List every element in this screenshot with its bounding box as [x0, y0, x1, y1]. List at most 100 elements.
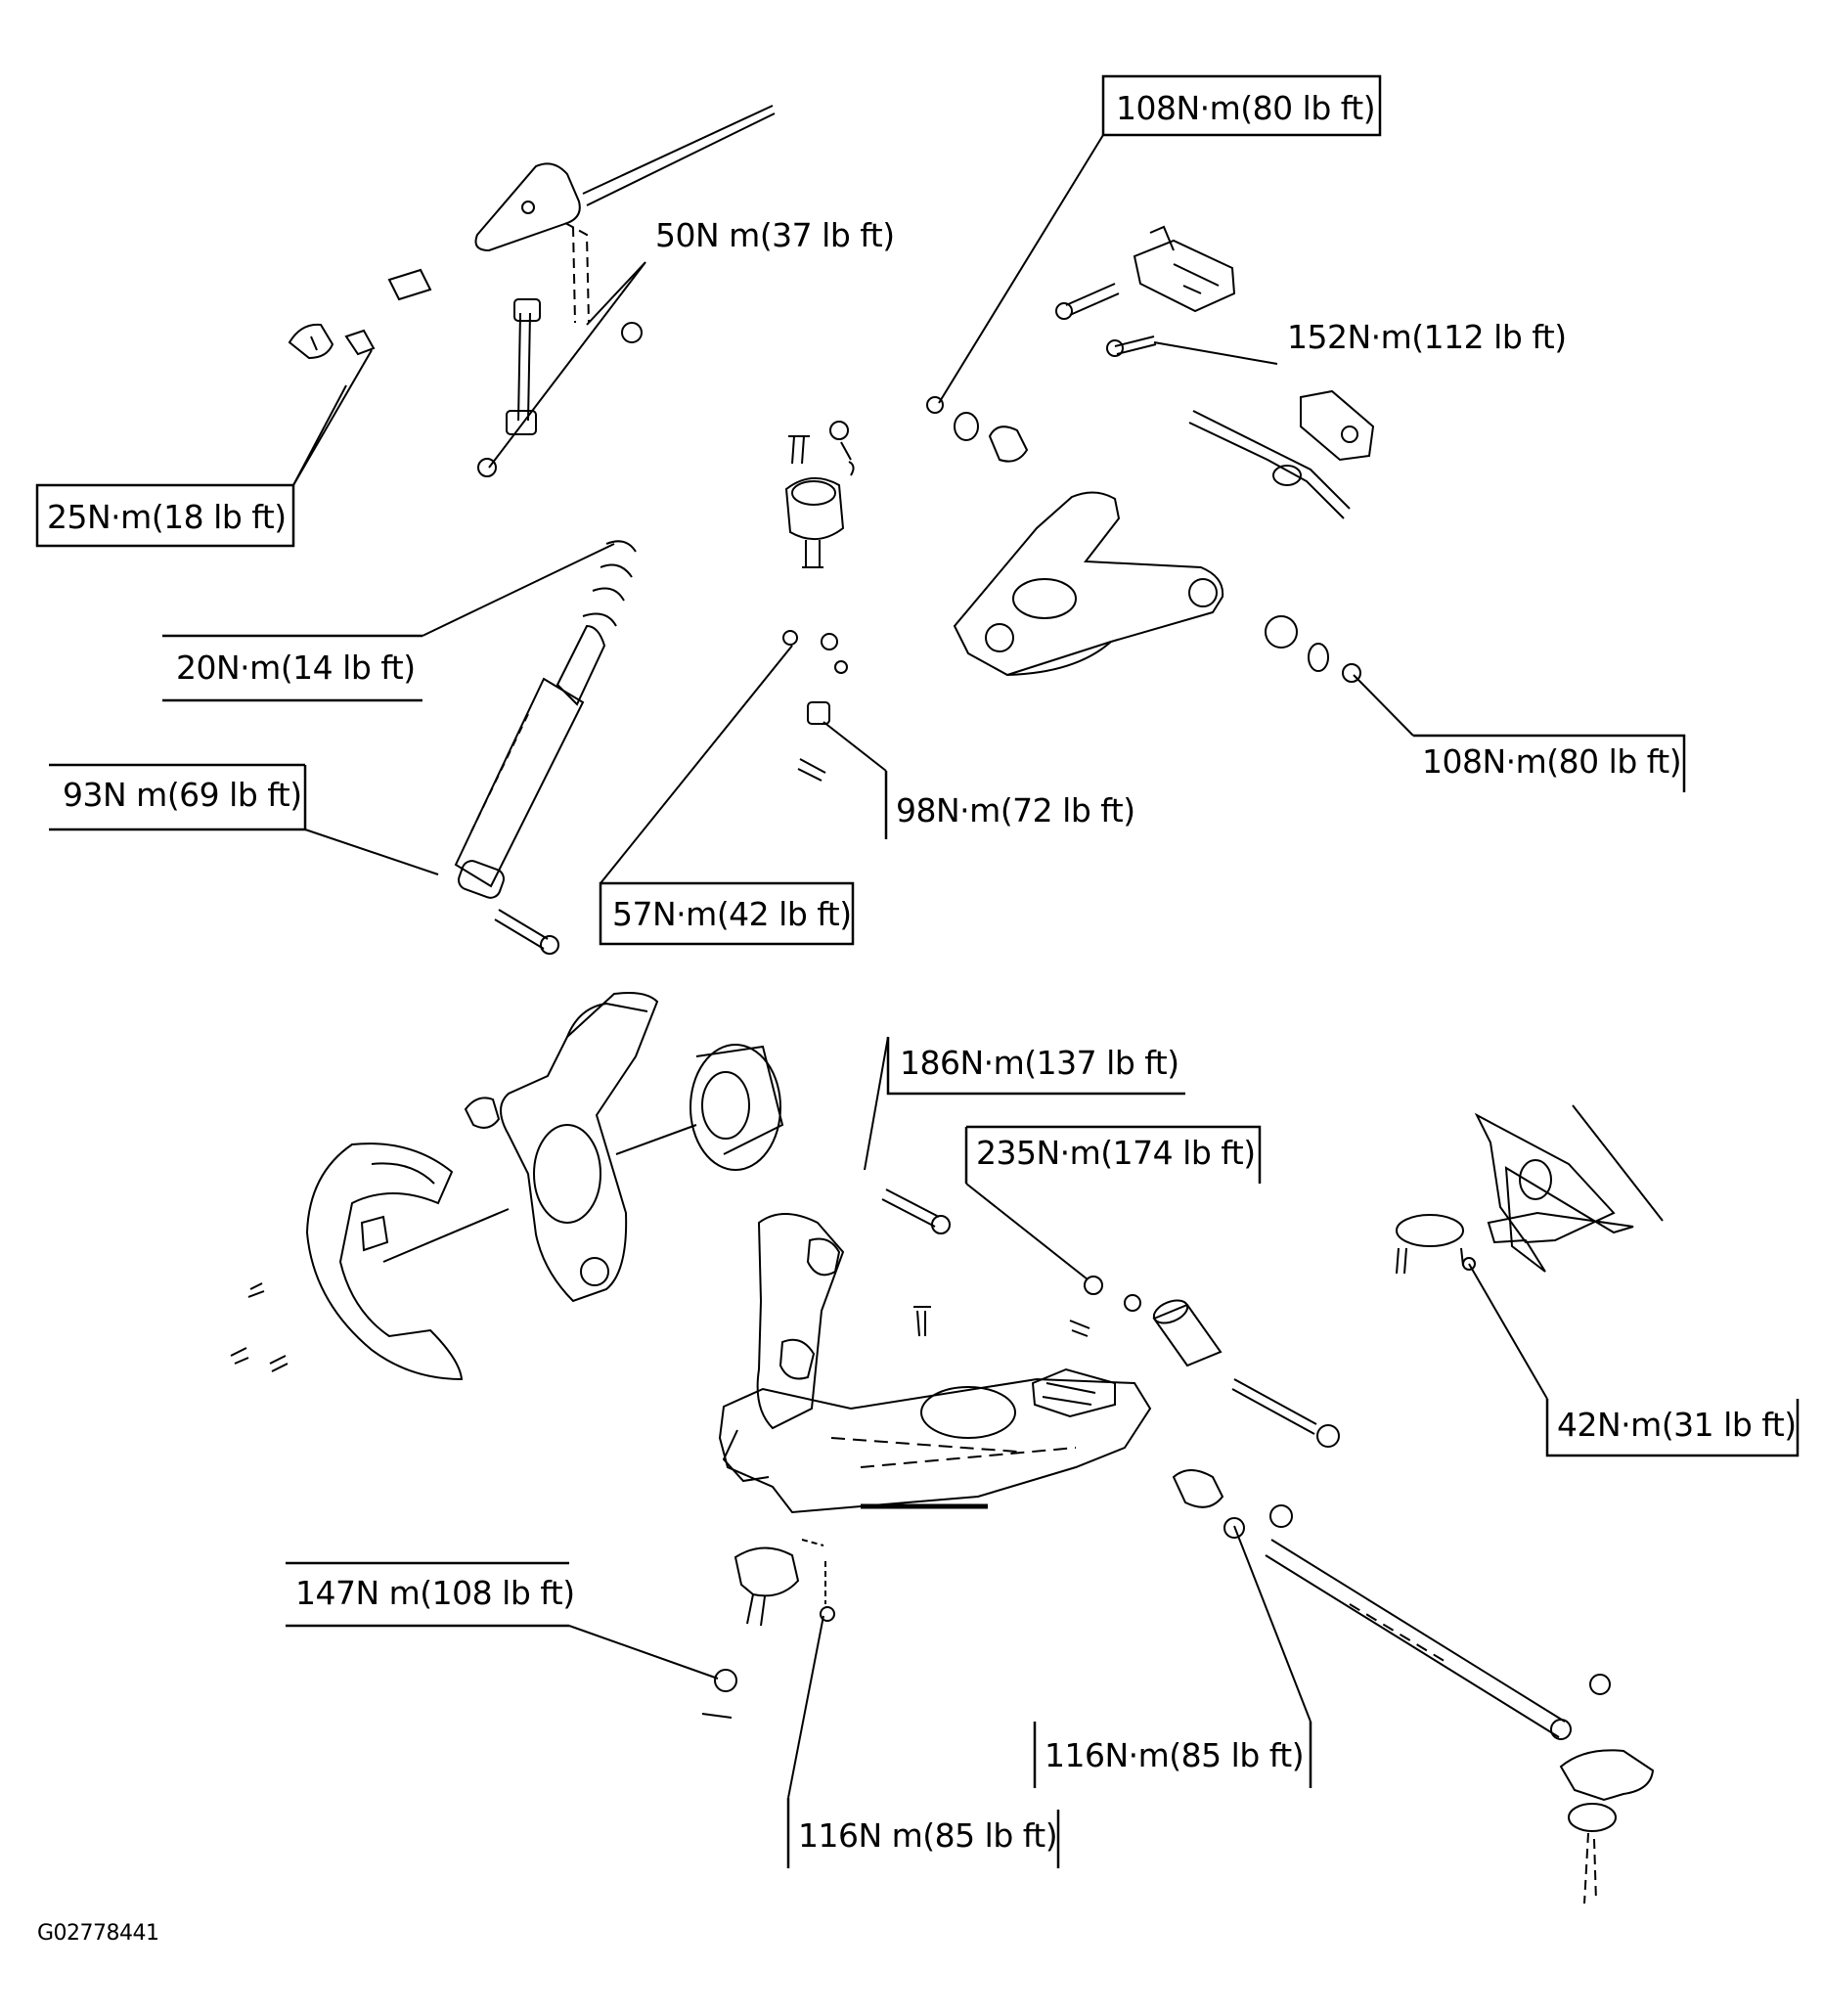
backing-plate-outline: [307, 1143, 462, 1379]
lower-arm-bump-stop: [1033, 1369, 1115, 1416]
label-frames: [37, 76, 1798, 1868]
ball-joint-shank: [802, 540, 823, 567]
torque-label-147: 147N m(108 lb ft): [295, 1574, 575, 1612]
leader-50-a: [489, 262, 645, 468]
torque-label-235: 235N·m(174 lb ft): [976, 1134, 1256, 1172]
frame-20: [162, 636, 422, 700]
ball-joint-cup: [792, 481, 835, 505]
stabilizer-link-left: [518, 313, 530, 421]
frame-42: [1547, 1399, 1798, 1456]
shock-lower-eye: [456, 858, 507, 900]
frame-235: [966, 1127, 1260, 1184]
frame-rail: [1573, 1105, 1663, 1221]
ball-joint-stud: [788, 436, 810, 464]
shock-absorber: [456, 541, 636, 954]
backing-bolt-1: [248, 1283, 264, 1297]
torque-label-25: 25N·m(18 lb ft): [47, 498, 287, 536]
frame-116-bottom: [788, 1798, 1058, 1868]
leader-50-b: [587, 262, 645, 325]
leader-42: [1469, 1264, 1547, 1399]
upper-arm-outline: [955, 492, 1223, 675]
lower-arm-dashes: [831, 1438, 1076, 1467]
frame-stud: [1397, 1248, 1463, 1274]
ball-joint-pin: [841, 442, 854, 475]
upper-ball-joint: [783, 422, 854, 781]
figure-code: G02778441: [37, 1921, 159, 1946]
knuckle-boss: [466, 1098, 499, 1128]
bushing-sleeve: [1154, 1305, 1221, 1366]
stabilizer-arm: [565, 223, 589, 323]
lower-arm-bushing-mid: [780, 1340, 814, 1379]
frame-bracket-body: [1477, 1115, 1614, 1242]
lower-ball-joint-body: [735, 1547, 798, 1595]
leader-20: [422, 544, 614, 636]
upper-bolt-2-head: [1107, 340, 1123, 356]
bolt-235-stub: [1070, 1321, 1089, 1336]
backing-axis: [383, 1209, 509, 1262]
hub-inner: [702, 1072, 749, 1139]
lower-arm-front-end: [724, 1430, 769, 1481]
leader-116-right: [1234, 1526, 1311, 1722]
shock-upper-body: [557, 626, 604, 704]
lower-arm-body: [720, 1379, 1150, 1512]
backing-bolt-3: [270, 1356, 288, 1371]
upper-arm-bushing-rear-3: [1343, 664, 1360, 682]
leader-98: [823, 722, 886, 771]
frame-bracket-hole: [1520, 1160, 1551, 1199]
bracket-hole: [522, 202, 534, 213]
ball-joint-nut: [830, 422, 848, 439]
strut-rod-dash: [1350, 1604, 1447, 1663]
nut-147: [715, 1670, 736, 1691]
leader-108-top: [939, 135, 1103, 403]
camber-plate-hole: [1342, 426, 1357, 442]
upper-arm-hardware: [927, 227, 1373, 518]
leader-93: [305, 829, 438, 874]
steering-knuckle: [466, 993, 657, 1301]
lower-ball-joint-bolt: [802, 1540, 825, 1604]
cotter-147: [702, 1714, 732, 1718]
lower-arm-cutout: [921, 1387, 1015, 1438]
leader-147: [569, 1626, 718, 1679]
bolt-186: [882, 1189, 939, 1227]
torque-label-116-right: 116N·m(85 lb ft): [1045, 1736, 1305, 1774]
upper-control-arm: [955, 492, 1360, 682]
bushing-sleeve-end: [1151, 1296, 1191, 1327]
camber-bolt: [1189, 411, 1350, 518]
upper-bracket: [1134, 227, 1234, 311]
link-nut-top: [514, 299, 540, 321]
strut-bracket: [1561, 1750, 1653, 1800]
upper-bracket-detail: [1174, 264, 1219, 293]
upper-bolt-1: [1066, 284, 1119, 315]
stabilizer-bar: [583, 106, 775, 205]
lower-ball-joint-stem: [747, 1594, 765, 1626]
hub-outer: [690, 1045, 780, 1170]
small-nut-2: [822, 634, 837, 650]
torque-label-152: 152N·m(112 lb ft): [1287, 318, 1567, 356]
frame-57: [600, 883, 853, 944]
strut-rod-washer: [1270, 1505, 1292, 1527]
leader-116-bottom: [788, 1616, 823, 1798]
frame-nut: [1463, 1258, 1475, 1270]
small-nut-1: [783, 631, 797, 645]
frame-108-top: [1103, 76, 1380, 135]
link-nut-bottom: [507, 411, 536, 434]
torque-label-93: 93N m(69 lb ft): [63, 776, 302, 814]
link-washer: [478, 459, 496, 476]
backing-bolt-2: [231, 1348, 248, 1364]
lower-arm-bolts: [882, 1189, 1339, 1447]
upper-arm-bushing-rear-1: [1266, 616, 1297, 648]
lower-control-arm: [720, 1214, 1150, 1512]
strut-rod: [1174, 1470, 1653, 1904]
leader-57: [600, 646, 792, 883]
leader-108-right: [1354, 675, 1413, 736]
upper-bolt-1-head: [1056, 303, 1072, 319]
nut-116-lower: [821, 1607, 834, 1621]
torque-label-98: 98N·m(72 lb ft): [896, 791, 1135, 829]
hub-rim: [696, 1047, 782, 1154]
torque-label-57: 57N·m(42 lb ft): [612, 895, 852, 933]
torque-label-50: 50N m(37 lb ft): [655, 216, 895, 254]
knuckle-lower-hole: [581, 1258, 608, 1285]
shock-body: [456, 679, 583, 886]
torque-label-116-bottom: 116N m(85 lb ft): [798, 1816, 1058, 1855]
